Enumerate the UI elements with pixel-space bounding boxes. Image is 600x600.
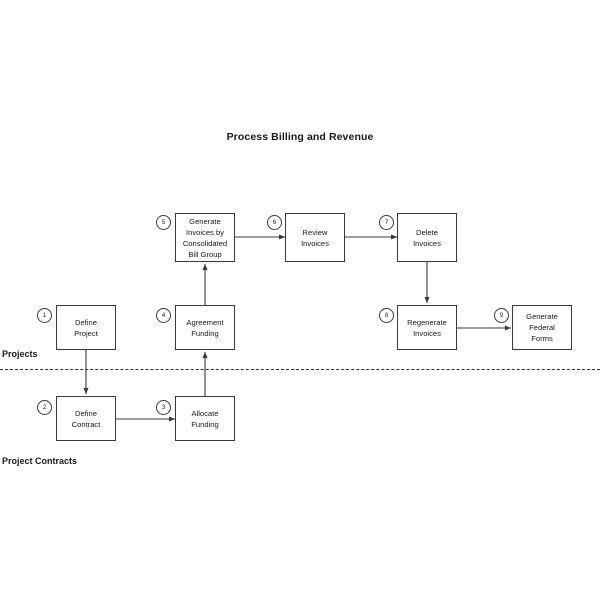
node-review-invoices[interactable]: Review Invoices <box>285 213 345 262</box>
node-define-project-label: Define Project <box>74 317 98 338</box>
node-agreement-funding[interactable]: Agreement Funding <box>175 305 235 350</box>
node-generate-invoices[interactable]: Generate Invoices by Consolidated Bill G… <box>175 213 235 262</box>
step-marker-generate-invoices: 5 <box>156 215 171 230</box>
page-title: Process Billing and Revenue <box>226 131 374 143</box>
step-marker-agreement-funding: 4 <box>156 308 171 323</box>
node-generate-federal-forms-label: Generate Federal Forms <box>526 312 558 343</box>
node-delete-invoices[interactable]: Delete Invoices <box>397 213 457 262</box>
node-allocate-funding-label: Allocate Funding <box>191 408 219 429</box>
step-marker-review-invoices: 6 <box>267 215 282 230</box>
step-marker-define-project: 1 <box>37 308 52 323</box>
node-define-project[interactable]: Define Project <box>56 305 116 350</box>
node-allocate-funding[interactable]: Allocate Funding <box>175 396 235 441</box>
node-agreement-funding-label: Agreement Funding <box>186 317 224 338</box>
lane-label-projects: Projects <box>2 349 38 359</box>
node-regenerate-invoices[interactable]: Regenerate Invoices <box>397 305 457 350</box>
step-marker-regenerate-invoices: 8 <box>379 308 394 323</box>
node-generate-invoices-label: Generate Invoices by Consolidated Bill G… <box>182 216 228 259</box>
node-delete-invoices-label: Delete Invoices <box>413 227 441 248</box>
lane-label-project-contracts: Project Contracts <box>2 456 78 466</box>
node-generate-federal-forms[interactable]: Generate Federal Forms <box>512 305 572 350</box>
lane-divider <box>0 369 600 370</box>
node-review-invoices-label: Review Invoices <box>301 227 329 248</box>
node-define-contract-label: Define Contract <box>71 408 101 429</box>
step-marker-allocate-funding: 3 <box>156 400 171 415</box>
step-marker-define-contract: 2 <box>37 400 52 415</box>
step-marker-generate-federal-forms: 9 <box>494 308 509 323</box>
node-define-contract[interactable]: Define Contract <box>56 396 116 441</box>
step-marker-delete-invoices: 7 <box>379 215 394 230</box>
node-regenerate-invoices-label: Regenerate Invoices <box>407 317 447 338</box>
